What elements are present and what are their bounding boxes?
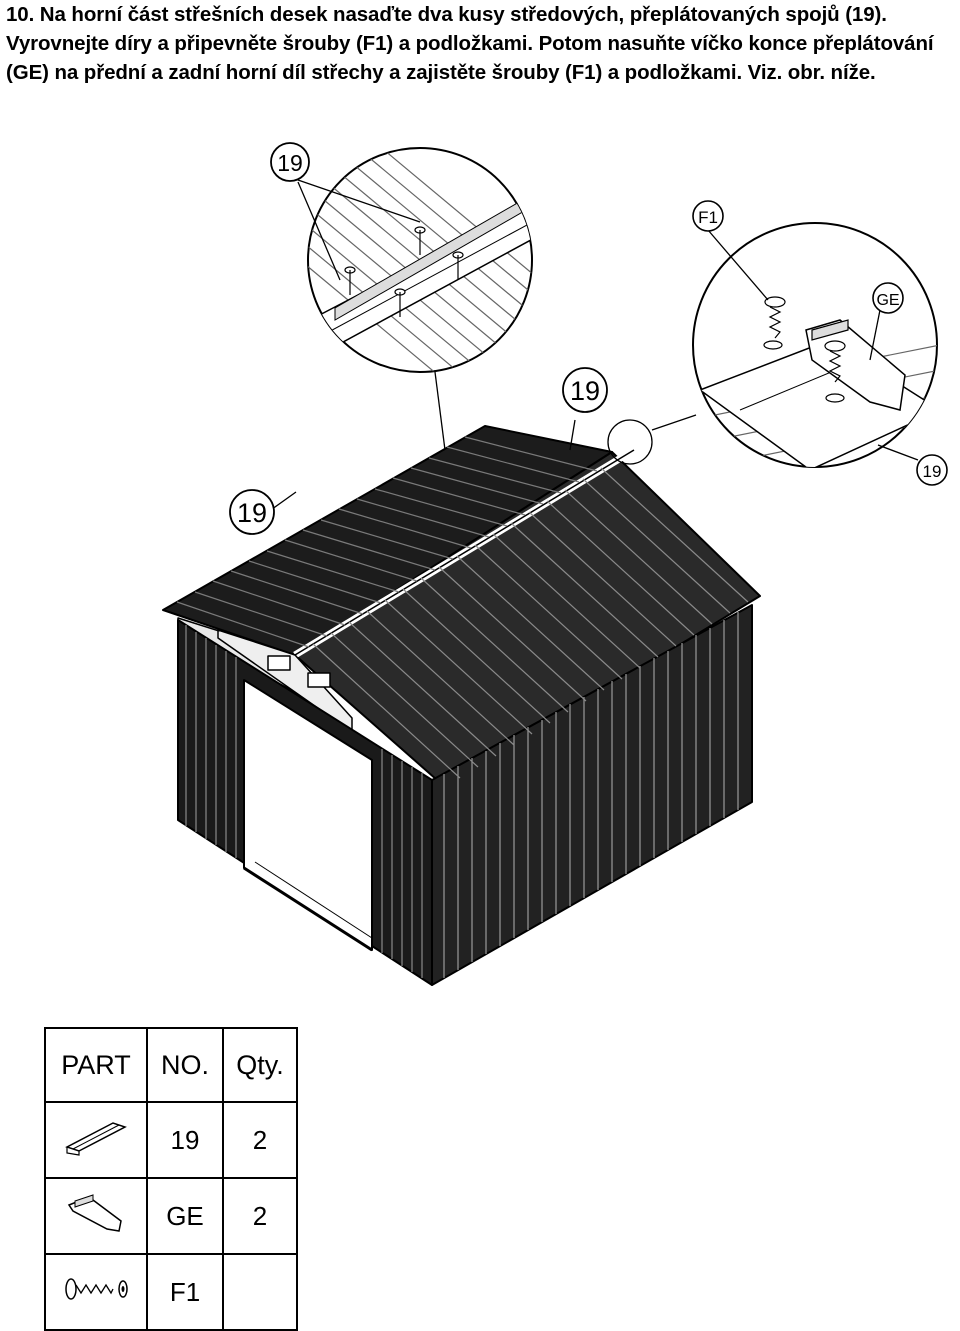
left-roof-ribs: [176, 436, 598, 648]
header-part: PART: [44, 1027, 148, 1103]
leader-lines: [267, 179, 919, 513]
instruction-line-3: (GE) na přední a zadní horní díl střechy…: [6, 61, 876, 84]
instruction-line-2: Vyrovnejte díry a připevněte šrouby (F1)…: [6, 32, 934, 55]
svg-text:GE: GE: [876, 292, 899, 309]
callout-19-top: 19: [270, 142, 310, 182]
callout-19-left: 19: [229, 489, 275, 535]
svg-text:19: 19: [277, 150, 303, 176]
instruction-line-1: 10. Na horní část střešních desek nasaďt…: [6, 3, 887, 26]
part-qty: 2: [222, 1101, 298, 1179]
ridge-detail-circle: [307, 147, 533, 373]
screw-washer-icon: [44, 1253, 148, 1331]
part-qty: [222, 1253, 298, 1331]
callout-19-middle: 19: [562, 367, 608, 413]
header-qty: Qty.: [222, 1027, 298, 1103]
svg-text:19: 19: [923, 462, 942, 481]
header-no: NO.: [146, 1027, 224, 1103]
callout-f1: F1: [692, 200, 724, 232]
end-cap-icon: [44, 1177, 148, 1255]
table-row: 19 2: [44, 1101, 298, 1179]
ridge-joint-icon: [44, 1101, 148, 1179]
part-qty: 2: [222, 1177, 298, 1255]
right-roof-ribs: [312, 467, 749, 779]
shed-assembly-figure: 19 19 19 F1 GE 19: [162, 142, 948, 986]
end-cap-detail-circle: [692, 222, 938, 468]
callout-ge: GE: [872, 282, 904, 314]
part-no: F1: [146, 1253, 224, 1331]
front-wall-ribs: [185, 625, 423, 978]
parts-table: PART NO. Qty. 19 2 GE 2: [44, 1027, 298, 1331]
instruction-text: 10. Na horní část střešních desek nasaďt…: [6, 0, 958, 87]
part-no: 19: [146, 1101, 224, 1179]
right-wall-ribs: [443, 612, 739, 978]
table-row: F1: [44, 1253, 298, 1331]
svg-text:F1: F1: [698, 208, 718, 227]
svg-text:19: 19: [570, 376, 600, 406]
parts-table-header: PART NO. Qty.: [44, 1027, 298, 1103]
table-row: GE 2: [44, 1177, 298, 1255]
callout-19-right: 19: [916, 454, 948, 486]
part-no: GE: [146, 1177, 224, 1255]
svg-text:19: 19: [237, 498, 267, 528]
